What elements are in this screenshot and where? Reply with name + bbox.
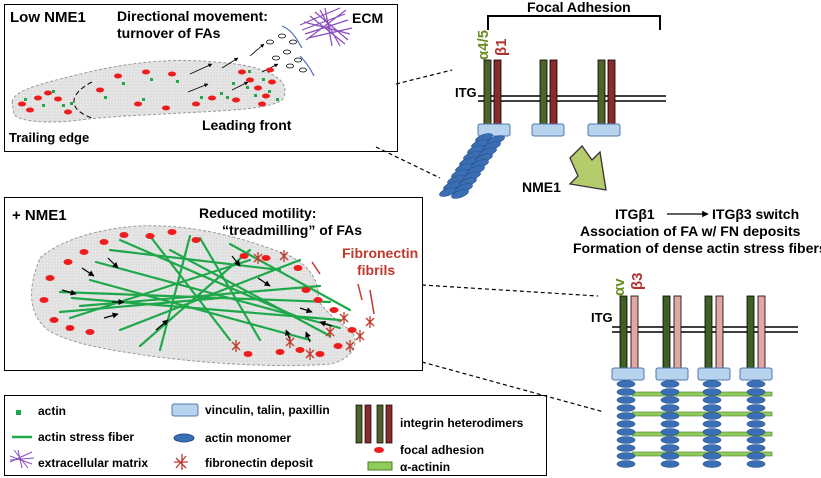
fa-fn-association-label: Association of FA w/ FN deposits [580,223,801,239]
nme1-label: NME1 [522,179,561,195]
ecm-label: ECM [352,10,384,26]
vinculin-top [477,123,621,137]
beta3-label: β3 [629,272,646,291]
beta1-label: β1 [493,38,510,57]
reduced-motility-label: Reduced motility: [199,205,317,221]
stress-fiber-formation-label: Formation of dense actin stress fibers [573,240,821,256]
focal-adhesion-bracket [487,15,661,30]
low-nme1-title: Low NME1 [10,9,86,26]
ecm-fibers [299,7,353,47]
legend-alpha-actinin-symbol [367,461,393,471]
migrating-cell [11,60,286,123]
itg-bottom-label: ITG [591,310,613,325]
actin-filament-top [439,133,505,199]
fibrils-label: fibrils [357,262,396,278]
focal-adhesions-high [39,229,357,357]
alpha45-label: α4/5 [475,29,492,60]
actin-filaments-bottom [616,380,766,468]
legend-vinculin-label: vinculin, talin, paxillin [205,403,330,417]
legend-ecm-symbol [9,449,35,469]
legend-ecm-label: extracellular matrix [38,456,149,470]
fibronectin-fibrils [311,261,375,315]
treadmilling-label: “treadmilling” of FAs [222,222,363,238]
legend-panel [4,395,547,476]
itg-beta1-label: ITGβ1 [615,206,655,222]
turnover-label: turnover of FAs [117,25,221,41]
fibronectin-deposits [231,250,375,360]
legend-fibronectin-symbol [174,454,188,470]
vinculin-bottom [611,367,773,381]
trailing-edge-dashed-line [73,81,93,119]
nme1-arrow [568,144,607,191]
integrins-top [483,59,616,127]
legend-fibronectin-label: fibronectin deposit [205,456,313,470]
legend-integrin-symbol [355,404,393,444]
integrins-bottom [619,295,766,371]
itg-beta3-switch-label: ITGβ3 switch [712,206,800,222]
plus-nme1-panel [4,197,423,371]
legend-actin-label: actin [38,404,67,418]
fibronectin-label: Fibronectin [342,245,419,261]
legend-integrin-label: integrin heterodimers [400,416,524,430]
directional-movement-label: Directional movement: [117,8,268,24]
low-nme1-panel [4,4,398,152]
leading-front-label: Leading front [202,117,292,133]
legend-vinculin-symbol [171,403,199,417]
trailing-edge-label: Trailing edge [9,130,90,145]
alphav-label: αv [611,278,628,296]
stress-fibers [58,234,352,352]
membrane-top [478,95,666,102]
actin-dots-low [24,70,279,107]
legend-focal-adhesion-label: focal adhesion [400,443,485,457]
legend-alpha-actinin-label: α-actinin [400,460,451,474]
legend-actin-monomer-label: actin monomer [205,431,292,445]
focal-adhesion-title: Focal Adhesion [527,0,631,15]
focal-adhesions-low [18,67,276,115]
legend-stress-fiber-label: actin stress fiber [38,430,135,444]
itg-top-label: ITG [455,85,477,100]
legend-actin-monomer-symbol [173,433,195,443]
plus-nme1-title: + NME1 [12,207,67,224]
legend-focal-adhesion-symbol [374,447,384,453]
fa-arrows [61,255,333,343]
legend-actin-symbol [16,410,21,415]
